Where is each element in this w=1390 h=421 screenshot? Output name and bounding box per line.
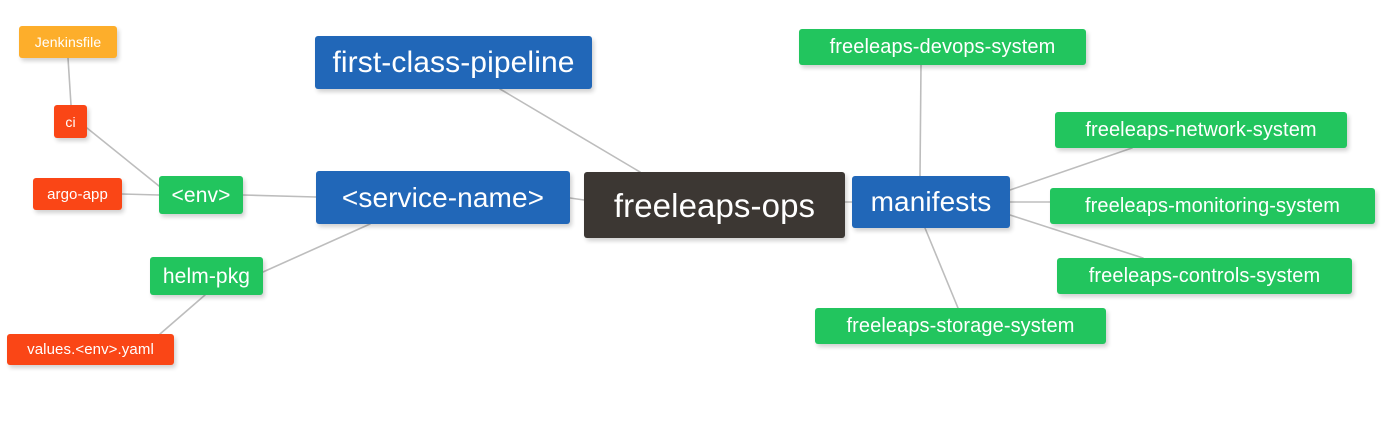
edge-env-to-service-name: [242, 194, 317, 198]
node-label-first-class-pipeline: first-class-pipeline: [332, 45, 575, 79]
edge-manifests-to-freeleaps-storage-system: [924, 227, 959, 309]
edge-jenkinsfile-to-ci: [67, 57, 72, 106]
edge-service-name-to-helm-pkg: [262, 223, 371, 273]
node-label-manifests: manifests: [870, 186, 992, 217]
node-freeleaps-ops[interactable]: freeleaps-ops: [584, 172, 845, 238]
node-label-jenkinsfile: Jenkinsfile: [34, 34, 102, 50]
node-env[interactable]: <env>: [159, 176, 243, 214]
edge-manifests-to-freeleaps-network-system: [1009, 147, 1133, 191]
node-freeleaps-devops-system[interactable]: freeleaps-devops-system: [799, 29, 1086, 65]
node-label-freeleaps-monitoring-system: freeleaps-monitoring-system: [1084, 195, 1340, 217]
node-freeleaps-controls-system[interactable]: freeleaps-controls-system: [1057, 258, 1352, 294]
edge-manifests-to-freeleaps-devops-system: [919, 64, 922, 177]
node-freeleaps-monitoring-system[interactable]: freeleaps-monitoring-system: [1050, 188, 1375, 224]
node-label-freeleaps-controls-system: freeleaps-controls-system: [1088, 265, 1321, 287]
node-first-class-pipeline[interactable]: first-class-pipeline: [315, 36, 592, 89]
node-label-ci: ci: [65, 113, 76, 130]
edge-helm-pkg-to-values-env-yaml: [159, 294, 206, 335]
node-label-values-env-yaml: values.<env>.yaml: [27, 341, 154, 358]
node-freeleaps-storage-system[interactable]: freeleaps-storage-system: [815, 308, 1106, 344]
node-label-env: <env>: [171, 183, 231, 207]
node-label-helm-pkg: helm-pkg: [162, 264, 251, 288]
node-ci[interactable]: ci: [54, 105, 87, 138]
node-label-argo-app: argo-app: [47, 185, 108, 203]
node-freeleaps-network-system[interactable]: freeleaps-network-system: [1055, 112, 1347, 148]
node-service-name[interactable]: <service-name>: [316, 171, 570, 224]
edge-argo-app-to-env: [121, 193, 160, 196]
edge-first-class-pipeline-to-freeleaps-ops: [499, 88, 641, 173]
edge-service-name-to-freeleaps-ops: [569, 197, 585, 201]
node-helm-pkg[interactable]: helm-pkg: [150, 257, 263, 295]
node-label-freeleaps-storage-system: freeleaps-storage-system: [846, 315, 1075, 337]
node-jenkinsfile[interactable]: Jenkinsfile: [19, 26, 117, 58]
node-label-service-name: <service-name>: [341, 181, 545, 213]
node-values-env-yaml[interactable]: values.<env>.yaml: [7, 334, 174, 365]
node-argo-app[interactable]: argo-app: [33, 178, 122, 210]
node-label-freeleaps-ops: freeleaps-ops: [613, 186, 816, 224]
node-manifests[interactable]: manifests: [852, 176, 1010, 228]
node-label-freeleaps-network-system: freeleaps-network-system: [1085, 119, 1317, 141]
node-label-freeleaps-devops-system: freeleaps-devops-system: [829, 36, 1056, 58]
